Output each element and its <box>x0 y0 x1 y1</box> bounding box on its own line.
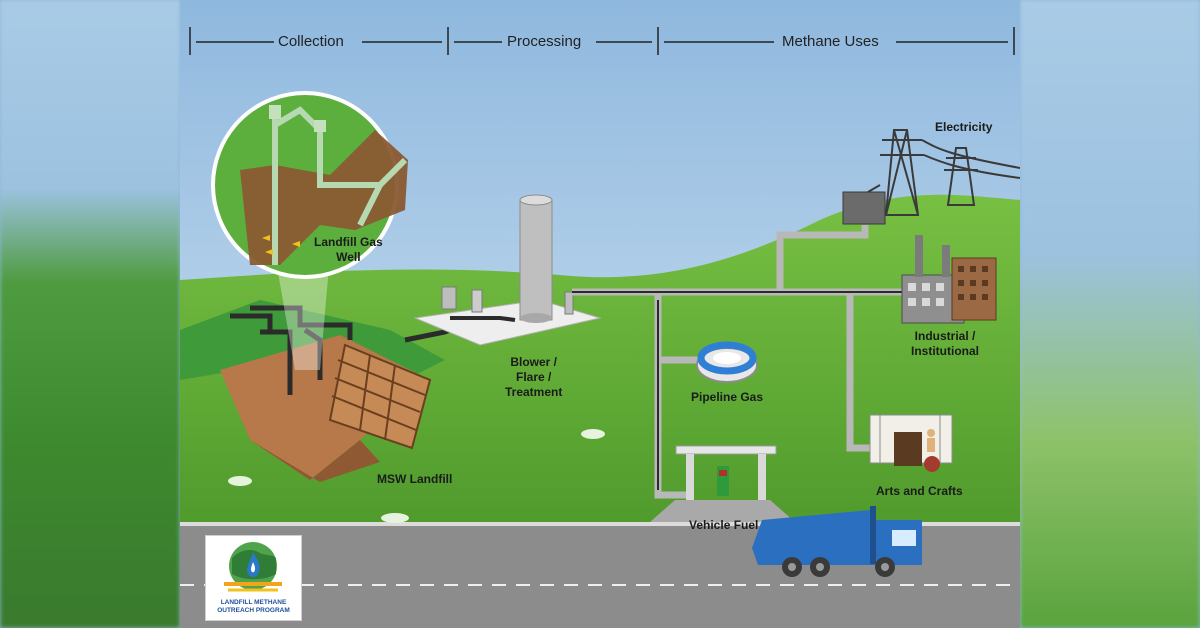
station-driveway <box>650 500 795 522</box>
label-msw-landfill: MSW Landfill <box>377 472 453 486</box>
industrial-institutional-building <box>901 235 997 324</box>
road-curb <box>180 522 1020 526</box>
label-blower-line3: Treatment <box>505 385 563 399</box>
garbage-truck <box>752 506 922 577</box>
label-industrial-line1: Industrial / <box>914 329 976 343</box>
label-industrial-line2: Institutional <box>911 344 979 358</box>
label-vehicle-fuel: Vehicle Fuel <box>689 518 759 532</box>
right-blurred-margin <box>1020 0 1200 628</box>
logo-text-line2: OUTREACH PROGRAM <box>217 607 290 614</box>
header-dividers <box>189 27 1015 55</box>
section-methane-uses: Methane Uses <box>782 33 879 50</box>
label-landfill-gas-well-line1: Landfill Gas <box>314 235 383 249</box>
lmop-logo: LANDFILL METHANE OUTREACH PROGRAM <box>205 535 302 621</box>
diagram-stage: Collection Processing Methane Uses Landf… <box>180 0 1020 628</box>
label-pipeline-gas: Pipeline Gas <box>691 390 764 404</box>
vehicle-fuel-station <box>675 445 777 500</box>
magnifier-beam <box>275 255 330 370</box>
label-electricity: Electricity <box>935 120 993 134</box>
landfill-gas-diagram <box>180 0 1020 628</box>
logo-text-line1: LANDFILL METHANE <box>220 599 287 606</box>
label-arts-and-crafts: Arts and Crafts <box>876 484 963 498</box>
label-landfill-gas-well-line2: Well <box>336 250 361 264</box>
bushes <box>228 429 605 523</box>
pipeline-gas-burner <box>696 341 758 383</box>
label-industrial-institutional: Industrial / Institutional <box>911 329 979 359</box>
section-processing: Processing <box>507 33 582 50</box>
globe-flame-icon <box>224 542 282 592</box>
landfill-gas-well-inset <box>211 91 408 279</box>
electricity-station <box>842 129 1020 225</box>
label-blower-line1: Blower / <box>510 355 558 369</box>
msw-landfill <box>180 300 510 482</box>
label-blower-flare-treatment: Blower / Flare / Treatment <box>505 355 562 400</box>
pipe-flow-lines <box>572 291 905 490</box>
label-landfill-gas-well: Landfill Gas Well <box>314 235 383 265</box>
label-blower-line2: Flare / <box>516 370 552 384</box>
left-blurred-margin <box>0 0 180 628</box>
arts-and-crafts-workshop <box>869 414 953 472</box>
grass-hill <box>180 194 1020 530</box>
blower-flare-treatment <box>413 194 602 346</box>
section-collection: Collection <box>278 33 344 50</box>
